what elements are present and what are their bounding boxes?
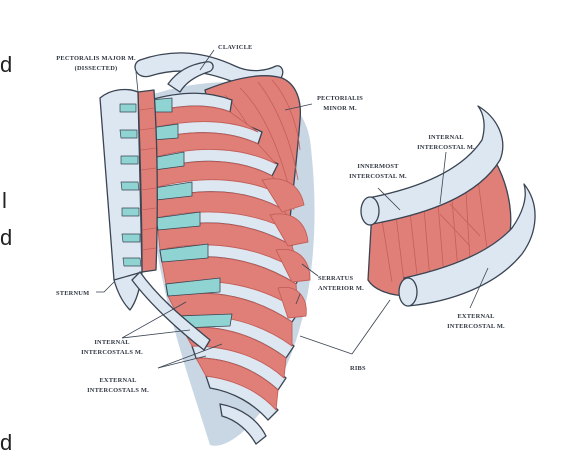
label-external-intercostal: EXTERNAL xyxy=(457,313,494,320)
label-external-intercostal-m: INTERCOSTAL M. xyxy=(447,323,505,330)
edge-text-fragment-2: l xyxy=(2,188,7,213)
labels: PECTORALIS MAJOR M. (DISSECTED) CLAVICLE… xyxy=(56,44,505,394)
detail-lower-rib xyxy=(403,183,536,307)
detail-lower-rib-end xyxy=(398,277,418,307)
lower-costal-arch xyxy=(131,271,211,351)
label-pectoralis-minor: PECTORIALIS xyxy=(317,95,363,102)
edge-text-fragment-3: d xyxy=(0,225,13,250)
rib-11 xyxy=(219,403,267,445)
label-internal-intercostals: INTERNAL xyxy=(94,339,129,346)
serratus-anterior-muscle xyxy=(261,178,311,319)
label-innermost-intercostal-m: INTERCOSTAL M. xyxy=(349,173,407,180)
label-pectoralis-major: PECTORALIS MAJOR M. xyxy=(56,55,136,62)
scapula-hook xyxy=(167,61,214,93)
label-clavicle: CLAVICLE xyxy=(218,44,253,51)
label-external-intercostals-m: INTERCOSTALS M. xyxy=(87,387,149,394)
label-pectoralis-major-dissected: (DISSECTED) xyxy=(75,65,118,72)
leader-lines xyxy=(96,49,489,369)
label-external-intercostals: EXTERNAL xyxy=(99,377,136,384)
label-serratus: SERRATUS xyxy=(318,275,353,282)
label-ribs: RIBS xyxy=(350,365,366,372)
edge-text-fragment-4: d xyxy=(0,430,13,455)
edge-text-fragment-1: d xyxy=(0,52,13,77)
sternum-cartilage xyxy=(119,103,142,267)
rib-cage-illustration xyxy=(99,52,315,446)
detail-upper-rib xyxy=(367,105,504,225)
label-internal-intercostal-m: INTERCOSTAL M. xyxy=(417,144,475,151)
label-innermost-intercostal: INNERMOST xyxy=(357,163,399,170)
detail-muscle-fibers xyxy=(381,179,489,285)
intercostal-detail-illustration xyxy=(360,105,536,307)
label-sternum: STERNUM xyxy=(56,290,89,297)
label-serratus-anterior: ANTERIOR M. xyxy=(318,285,364,292)
label-internal-intercostal: INTERNAL xyxy=(428,134,463,141)
label-internal-intercostals-m: INTERCOSTALS M. xyxy=(81,349,143,356)
pectoralis-major-fibers xyxy=(139,107,157,251)
label-pectoralis-minor-m: MINOR M. xyxy=(323,105,357,112)
intercostal-muscles xyxy=(151,105,301,411)
costal-cartilage xyxy=(149,97,233,329)
detail-upper-rib-end xyxy=(360,196,380,226)
